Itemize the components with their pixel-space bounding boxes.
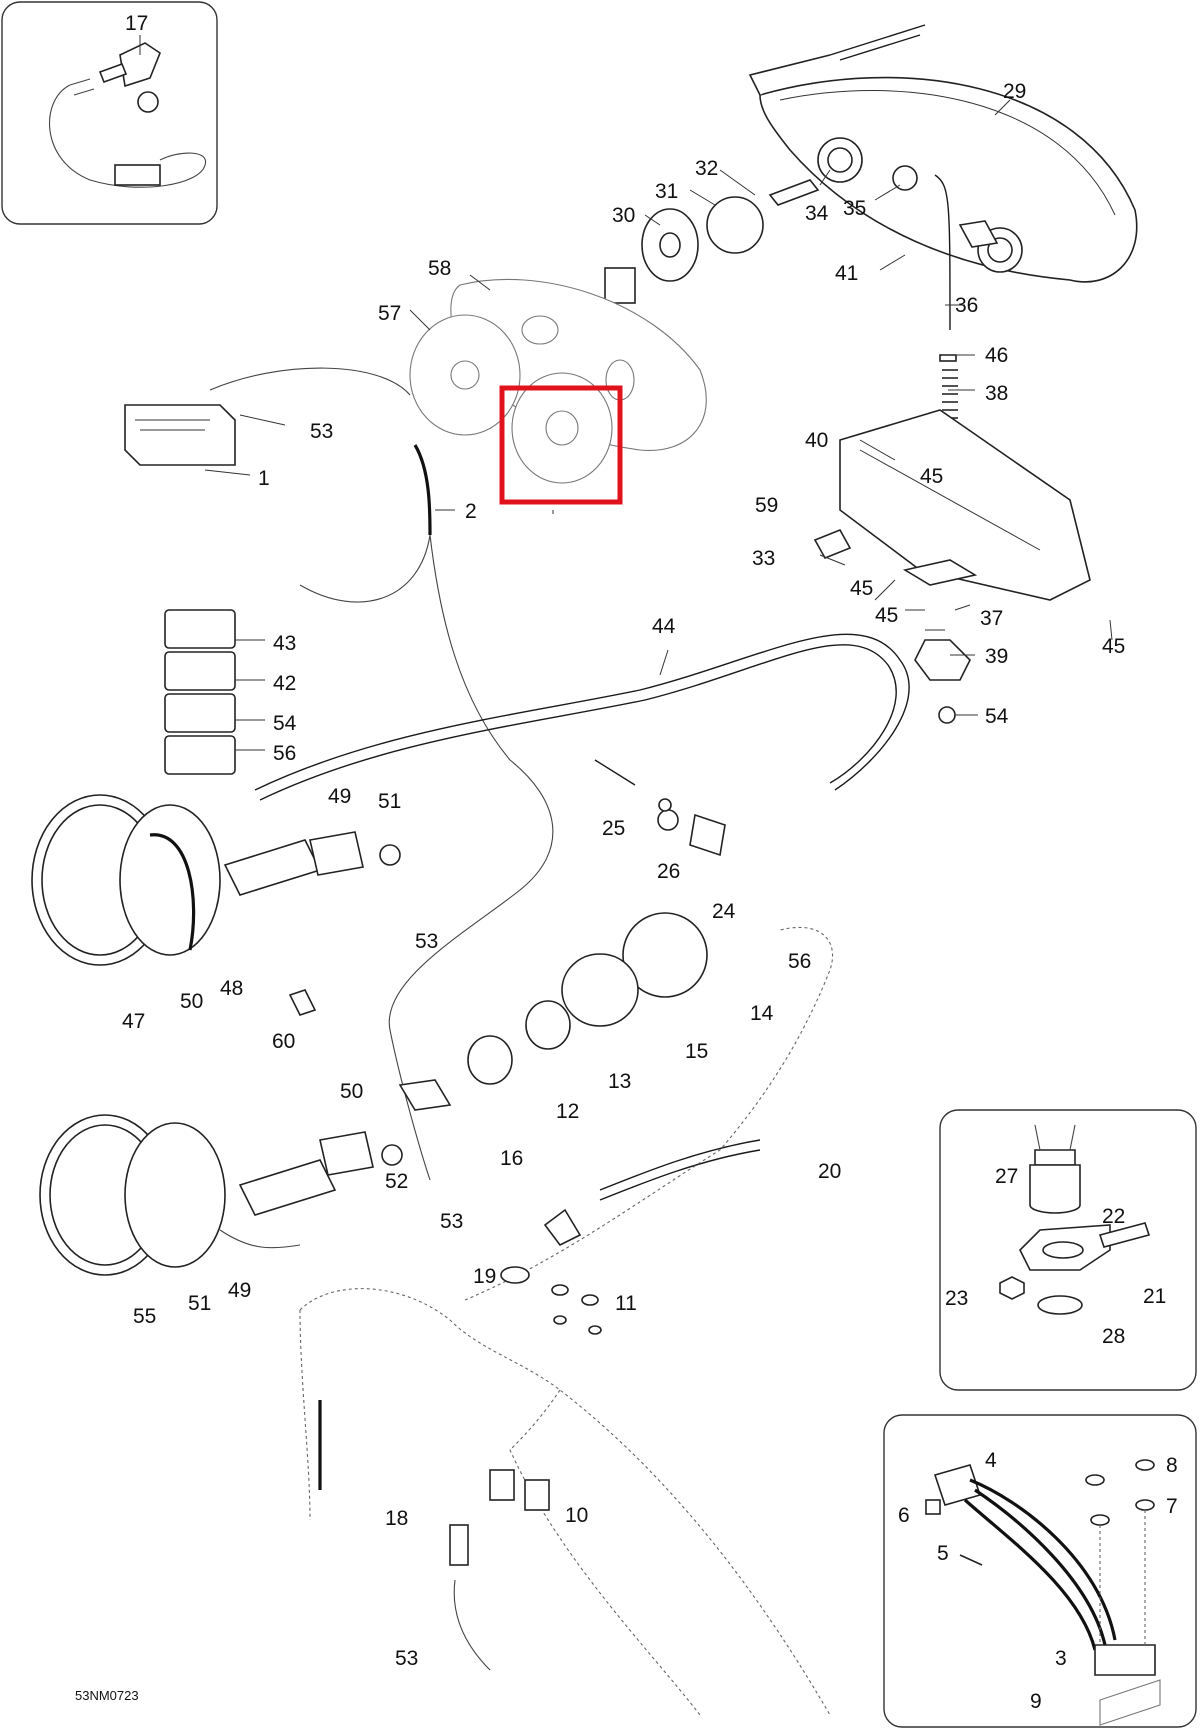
callout-24: 24 [712, 900, 736, 923]
callout-43: 43 [273, 632, 296, 655]
lens-covers [409, 278, 707, 484]
callout-45-d: 45 [1102, 635, 1125, 658]
bulb-socket-parts [604, 174, 999, 427]
callout-42: 42 [273, 672, 296, 695]
callout-29: 29 [1003, 80, 1026, 103]
callout-49-a: 48 [220, 977, 243, 1000]
callout-56-b: 56 [788, 950, 811, 973]
callout-13: 13 [608, 1070, 631, 1093]
wiring-harness [413, 444, 432, 536]
callout-9: 9 [1030, 1690, 1042, 1713]
callout-25: 25 [602, 817, 625, 840]
inset-panel-relay [883, 1414, 1197, 1728]
callout-39: 39 [985, 645, 1008, 668]
callout-57: 57 [378, 302, 401, 325]
inset-panel-ignition [1, 1, 218, 225]
mounting-bracket [813, 409, 1091, 724]
console-switches [449, 1469, 550, 1671]
callout-55: 55 [133, 1305, 156, 1328]
callout-45-b: 45 [850, 577, 873, 600]
callout-26: 26 [657, 860, 680, 883]
callout-53-b: 53 [415, 930, 438, 953]
callout-51-b: 51 [188, 1292, 211, 1315]
callout-5: 5 [937, 1542, 949, 1565]
callout-6: 6 [898, 1504, 910, 1527]
callout-labels: 17 29 32 31 30 34 35 41 36 46 38 40 45 5… [75, 12, 1178, 1713]
callout-46: 46 [985, 344, 1008, 367]
callout-60: 60 [272, 1030, 295, 1053]
highlight-box [499, 385, 623, 505]
callout-4: 4 [985, 1449, 997, 1472]
ignition-key-assembly [49, 42, 206, 188]
callout-44: 44 [652, 615, 676, 638]
callout-53-c: 53 [440, 1210, 463, 1233]
callout-7: 7 [1166, 1495, 1178, 1518]
callout-40: 40 [805, 429, 828, 452]
callout-45-a: 45 [920, 465, 943, 488]
callout-30: 30 [612, 204, 635, 227]
callout-12: 12 [556, 1100, 579, 1123]
callout-16: 16 [500, 1147, 523, 1170]
sensor-bracket-assembly [999, 1124, 1151, 1315]
bulb [288, 989, 317, 1016]
fasteners [500, 798, 672, 1335]
callout-23: 23 [945, 1287, 968, 1310]
callout-54: 54 [273, 712, 297, 735]
callout-45-c: 45 [875, 604, 898, 627]
callout-31: 31 [655, 180, 678, 203]
callout-36: 36 [955, 294, 978, 317]
callout-52-a: 51 [378, 790, 401, 813]
callout-50-a: 49 [328, 785, 351, 808]
callout-3: 3 [1055, 1647, 1067, 1670]
callout-17: 17 [125, 12, 148, 35]
callout-33: 33 [752, 547, 775, 570]
callout-47: 54 [985, 705, 1009, 728]
speedometer-cable [254, 633, 910, 791]
callout-53-a: 53 [310, 420, 333, 443]
headlight-housing [748, 24, 1138, 283]
safety-lanyard [599, 1139, 761, 1201]
callout-37: 37 [980, 607, 1003, 630]
callout-2: 2 [465, 500, 477, 523]
callout-58: 58 [428, 257, 451, 280]
callout-8: 8 [1166, 1454, 1178, 1477]
figure-code: 53NM0723 [75, 1688, 139, 1703]
leader-lines [139, 35, 1113, 751]
gauge-speedometer [31, 794, 401, 966]
callout-1: 1 [258, 467, 270, 490]
inset-panel-sensor [939, 1109, 1197, 1391]
callout-38: 38 [985, 382, 1008, 405]
callout-21: 21 [1143, 1285, 1166, 1308]
relay-assembly [925, 1459, 1161, 1726]
connector-housing [124, 367, 411, 466]
callout-10: 10 [565, 1504, 588, 1527]
callout-56-a: 56 [273, 742, 296, 765]
callout-18: 18 [385, 1507, 408, 1530]
callout-52-b: 52 [385, 1170, 408, 1193]
callout-34: 34 [805, 202, 829, 225]
callout-27: 27 [995, 1165, 1018, 1188]
callout-48: 47 [122, 1010, 145, 1033]
callout-41: 41 [835, 262, 858, 285]
callout-15: 15 [685, 1040, 708, 1063]
gauge-tachometer [39, 1114, 403, 1276]
callout-19: 19 [473, 1265, 496, 1288]
console-outline [299, 926, 834, 1716]
callout-50-b: 50 [340, 1080, 363, 1103]
callout-53-d: 53 [395, 1647, 418, 1670]
callout-49-b: 49 [228, 1279, 251, 1302]
callout-35: 35 [843, 197, 866, 220]
callout-32: 32 [695, 157, 718, 180]
callout-28: 28 [1102, 1325, 1125, 1348]
rocker-switches [164, 609, 236, 775]
callout-14: 14 [750, 1002, 774, 1025]
callout-20: 20 [818, 1160, 841, 1183]
callout-59: 59 [755, 494, 778, 517]
callout-22: 22 [1102, 1205, 1125, 1228]
callout-51-a: 50 [180, 990, 203, 1013]
ignition-switch-parts [398, 759, 726, 1111]
callout-11: 11 [615, 1292, 637, 1315]
